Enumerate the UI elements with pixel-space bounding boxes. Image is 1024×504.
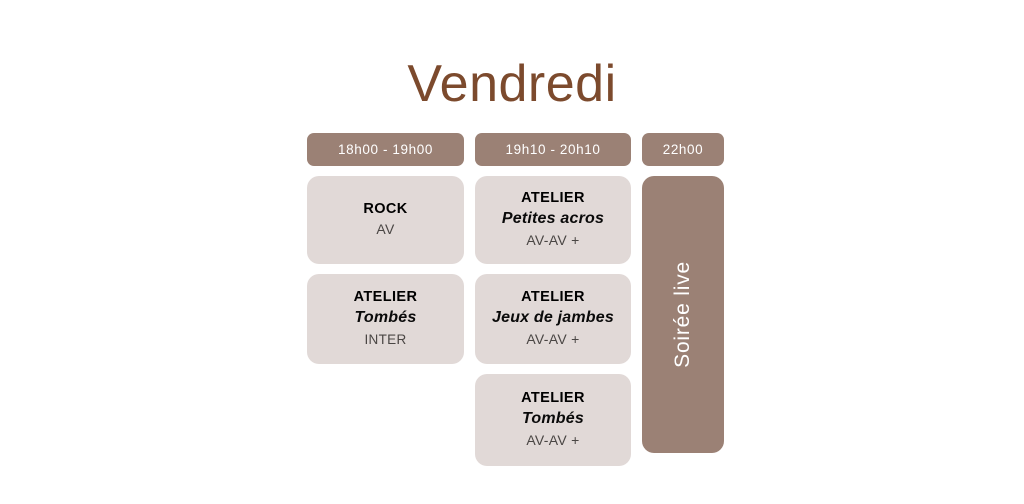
schedule-grid: 18h00 - 19h00 ROCK AV ATELIER Tombés INT… <box>307 133 724 466</box>
session-card[interactable]: ATELIER Jeux de jambes AV-AV + <box>475 274 631 364</box>
page-title: Vendredi <box>407 55 617 113</box>
session-title: ATELIER <box>521 288 585 305</box>
session-subtitle: Petites acros <box>501 210 605 228</box>
session-subtitle: Jeux de jambes <box>492 309 614 327</box>
session-title: ROCK <box>363 200 408 217</box>
session-level: AV-AV + <box>526 232 580 249</box>
schedule-column-1: 18h00 - 19h00 ROCK AV ATELIER Tombés INT… <box>307 133 464 364</box>
session-level: AV <box>376 221 395 238</box>
session-level: AV-AV + <box>526 331 580 348</box>
session-title: ATELIER <box>521 389 585 406</box>
soiree-live-block[interactable]: Soirée live <box>642 176 724 453</box>
schedule-column-3: 22h00 Soirée live <box>642 133 724 453</box>
session-subtitle: Tombés <box>354 309 417 327</box>
session-card[interactable]: ATELIER Tombés AV-AV + <box>475 374 631 466</box>
session-card[interactable]: ATELIER Tombés INTER <box>307 274 464 364</box>
time-header-slot-1[interactable]: 18h00 - 19h00 <box>307 133 464 166</box>
session-level: INTER <box>364 331 407 347</box>
soiree-live-label: Soirée live <box>671 261 694 368</box>
session-title: ATELIER <box>353 288 418 305</box>
session-card[interactable]: ATELIER Petites acros AV-AV + <box>475 176 631 264</box>
session-level: AV-AV + <box>526 432 580 449</box>
schedule-column-2: 19h10 - 20h10 ATELIER Petites acros AV-A… <box>475 133 631 466</box>
session-subtitle: Tombés <box>522 410 584 428</box>
time-header-slot-3[interactable]: 22h00 <box>642 133 724 166</box>
time-header-slot-2[interactable]: 19h10 - 20h10 <box>475 133 631 166</box>
session-title: ATELIER <box>521 189 585 206</box>
session-card[interactable]: ROCK AV <box>307 176 464 264</box>
